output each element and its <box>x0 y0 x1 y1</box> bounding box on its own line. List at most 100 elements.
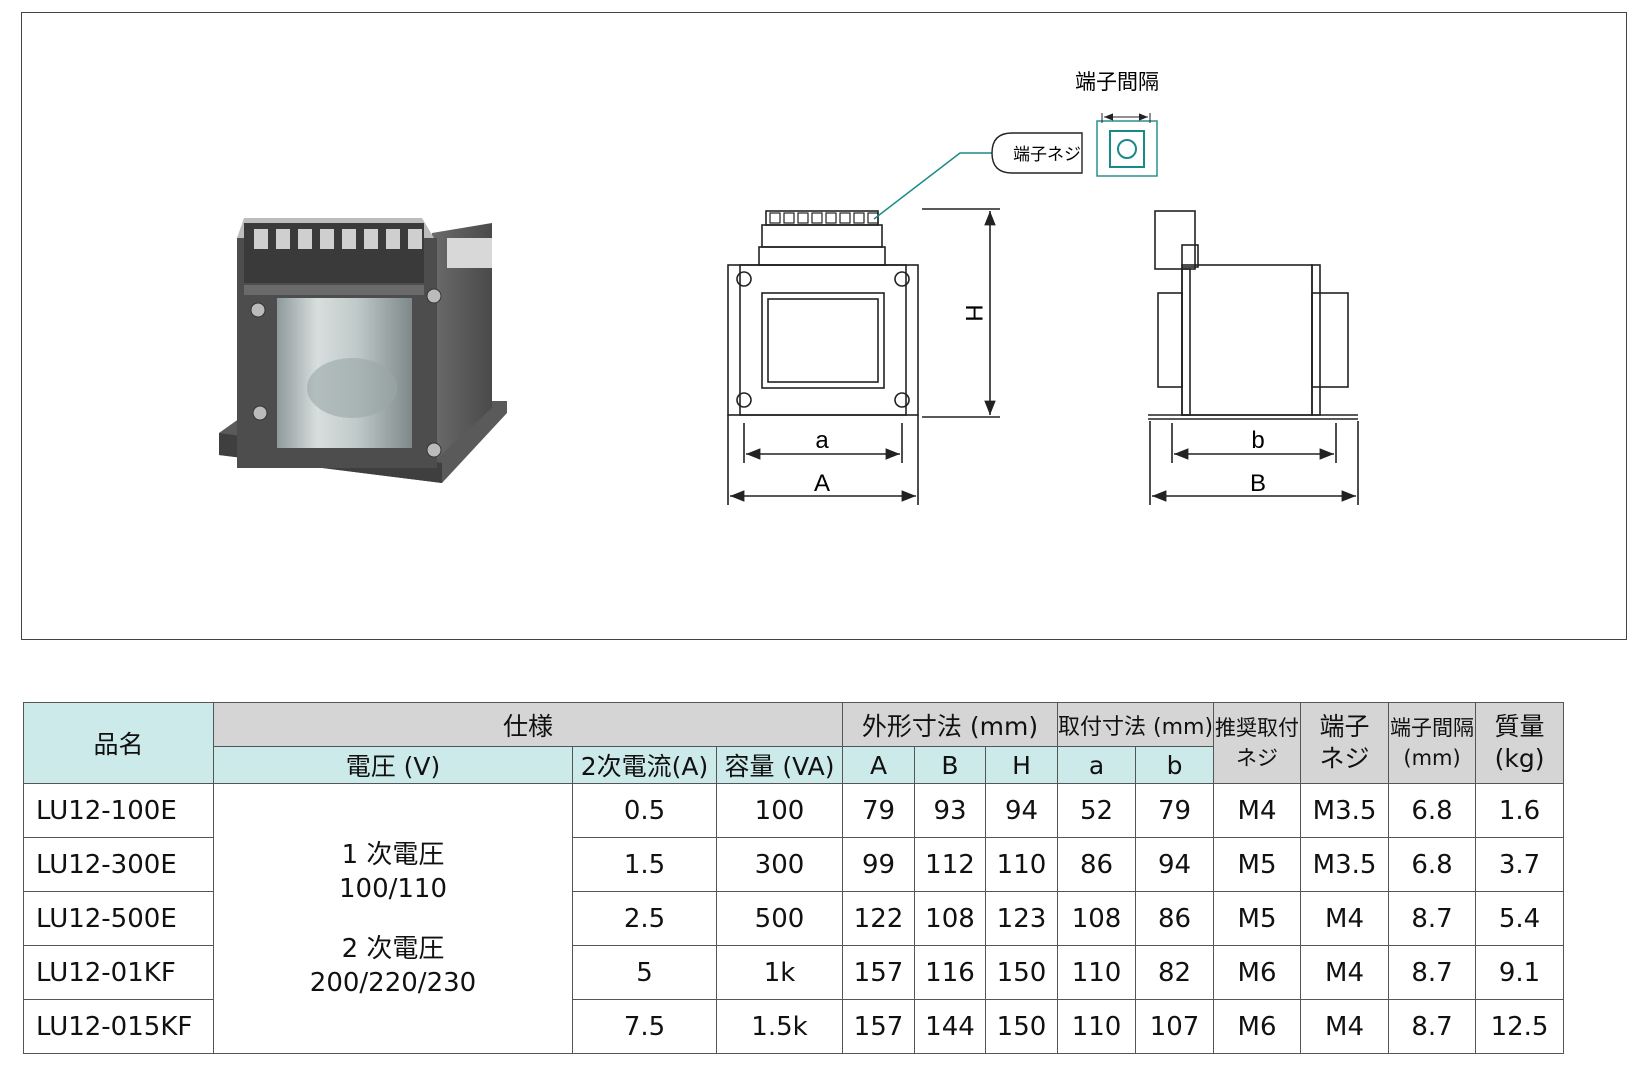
transformer-photo <box>219 218 507 483</box>
header-outer-dims: 外形寸法 (mm) <box>842 702 1058 747</box>
header-mount-dims: 取付寸法 (mm) <box>1056 702 1215 747</box>
row-terminal-spacing: 8.7 <box>1388 891 1477 946</box>
header-recommended-screw-line1: 推奨取付 <box>1215 716 1300 740</box>
row-dim-B: 116 <box>914 945 986 1000</box>
row-current: 5 <box>572 945 717 1000</box>
row-current: 7.5 <box>572 999 717 1054</box>
row-capacity: 100 <box>716 783 843 838</box>
secondary-voltage-value: 200/220/230 <box>309 967 477 998</box>
row-current: 0.5 <box>572 783 717 838</box>
header-terminal-spacing: 端子間隔 (mm) <box>1388 702 1477 784</box>
front-view-drawing <box>727 208 1000 505</box>
row-capacity: 500 <box>716 891 843 946</box>
header-voltage: 電圧 (V) <box>213 746 573 784</box>
dim-label-B: B <box>1250 470 1266 497</box>
header-dim-A: A <box>842 746 915 784</box>
row-terminal-spacing: 6.8 <box>1388 837 1477 892</box>
row-capacity: 1.5k <box>716 999 843 1054</box>
header-recommended-screw-line2: ネジ <box>1236 746 1279 770</box>
header-mass-line2: (kg) <box>1494 744 1545 773</box>
voltage-cell: 1 次電圧 100/110 2 次電圧 200/220/230 <box>213 783 573 1054</box>
row-dim-a: 110 <box>1056 945 1137 1000</box>
side-view-drawing <box>1148 210 1359 505</box>
spec-table: 品名 仕様 外形寸法 (mm) 取付寸法 (mm) 推奨取付 ネジ 端子 ネジ … <box>23 702 1565 1054</box>
row-terminal-screw: M3.5 <box>1300 783 1390 838</box>
row-mass: 12.5 <box>1475 999 1565 1054</box>
header-dim-H: H <box>985 746 1058 784</box>
header-terminal-screw: 端子 ネジ <box>1300 702 1390 784</box>
row-terminal-spacing: 6.8 <box>1388 783 1477 838</box>
row-dim-H: 150 <box>985 999 1058 1054</box>
row-mount-screw: M5 <box>1213 837 1302 892</box>
row-name: LU12-01KF <box>23 945 214 1000</box>
row-dim-B: 108 <box>914 891 986 946</box>
row-name: LU12-015KF <box>23 999 214 1054</box>
row-dim-a: 110 <box>1056 999 1137 1054</box>
row-terminal-spacing: 8.7 <box>1388 945 1477 1000</box>
table-row: LU12-100E 1 次電圧 100/110 2 次電圧 200/220/23… <box>23 783 1565 1054</box>
row-terminal-screw: M3.5 <box>1300 837 1390 892</box>
row-terminal-screw: M4 <box>1300 945 1390 1000</box>
dim-label-A: A <box>814 470 830 497</box>
row-dim-H: 110 <box>985 837 1058 892</box>
row-dim-b: 86 <box>1135 891 1215 946</box>
row-dim-A: 79 <box>842 783 915 838</box>
header-terminal-screw-line2: ネジ <box>1319 744 1370 773</box>
figure-drawing: a A H 端子ネジ 端子間隔 <box>219 70 1359 505</box>
row-dim-a: 86 <box>1056 837 1137 892</box>
header-terminal-screw-line1: 端子 <box>1319 712 1370 741</box>
header-name: 品名 <box>23 702 214 784</box>
row-terminal-screw: M4 <box>1300 999 1390 1054</box>
primary-voltage-label: 1 次電圧 <box>341 839 445 870</box>
row-current: 2.5 <box>572 891 717 946</box>
row-dim-a: 52 <box>1056 783 1137 838</box>
row-name: LU12-500E <box>23 891 214 946</box>
row-mass: 9.1 <box>1475 945 1565 1000</box>
row-mass: 5.4 <box>1475 891 1565 946</box>
row-dim-b: 79 <box>1135 783 1215 838</box>
header-dim-B: B <box>914 746 986 784</box>
row-dim-b: 82 <box>1135 945 1215 1000</box>
row-dim-B: 112 <box>914 837 986 892</box>
row-terminal-spacing: 8.7 <box>1388 999 1477 1054</box>
header-terminal-spacing-line1: 端子間隔 <box>1390 716 1475 740</box>
dim-label-a: a <box>815 427 829 454</box>
row-name: LU12-100E <box>23 783 214 838</box>
row-mount-screw: M4 <box>1213 783 1302 838</box>
table-row: LU12-015KF 7.5 1.5k 157 144 150 110 107 … <box>23 999 1565 1054</box>
table-row: LU12-01KF 5 1k 157 116 150 110 82 M6 M4 … <box>23 945 1565 1000</box>
dim-label-b: b <box>1251 427 1264 454</box>
header-row-2: 電圧 (V) 2次電流(A) 容量 (VA) A B H a b <box>24 746 1564 784</box>
dim-label-H: H <box>960 304 987 321</box>
header-secondary-current: 2次電流(A) <box>572 746 717 784</box>
row-dim-H: 150 <box>985 945 1058 1000</box>
row-name: LU12-300E <box>23 837 214 892</box>
row-current: 1.5 <box>572 837 717 892</box>
header-row-1: 品名 仕様 外形寸法 (mm) 取付寸法 (mm) 推奨取付 ネジ 端子 ネジ … <box>23 702 1565 784</box>
row-dim-b: 94 <box>1135 837 1215 892</box>
header-mass: 質量 (kg) <box>1475 702 1565 784</box>
row-mass: 1.6 <box>1475 783 1565 838</box>
row-mass: 3.7 <box>1475 837 1565 892</box>
table-row: LU12-500E 2.5 500 122 108 123 108 86 M5 … <box>23 891 1565 946</box>
row-mount-screw: M6 <box>1213 945 1302 1000</box>
row-dim-A: 99 <box>842 837 915 892</box>
row-dim-A: 157 <box>842 999 915 1054</box>
row-dim-A: 122 <box>842 891 915 946</box>
row-dim-B: 144 <box>914 999 986 1054</box>
row-dim-B: 93 <box>914 783 986 838</box>
row-dim-H: 123 <box>985 891 1058 946</box>
terminal-callout: 端子ネジ 端子間隔 <box>873 70 1159 220</box>
row-mount-screw: M6 <box>1213 999 1302 1054</box>
secondary-voltage-label: 2 次電圧 <box>341 933 445 964</box>
header-dim-b: b <box>1135 746 1215 784</box>
header-spec: 仕様 <box>213 702 843 747</box>
row-mount-screw: M5 <box>1213 891 1302 946</box>
primary-voltage-value: 100/110 <box>338 873 447 904</box>
header-dim-a: a <box>1056 746 1137 784</box>
header-terminal-spacing-line2: (mm) <box>1403 746 1461 770</box>
header-capacity: 容量 (VA) <box>716 746 843 784</box>
row-capacity: 300 <box>716 837 843 892</box>
row-dim-H: 94 <box>985 783 1058 838</box>
header-mass-line1: 質量 <box>1494 712 1545 741</box>
